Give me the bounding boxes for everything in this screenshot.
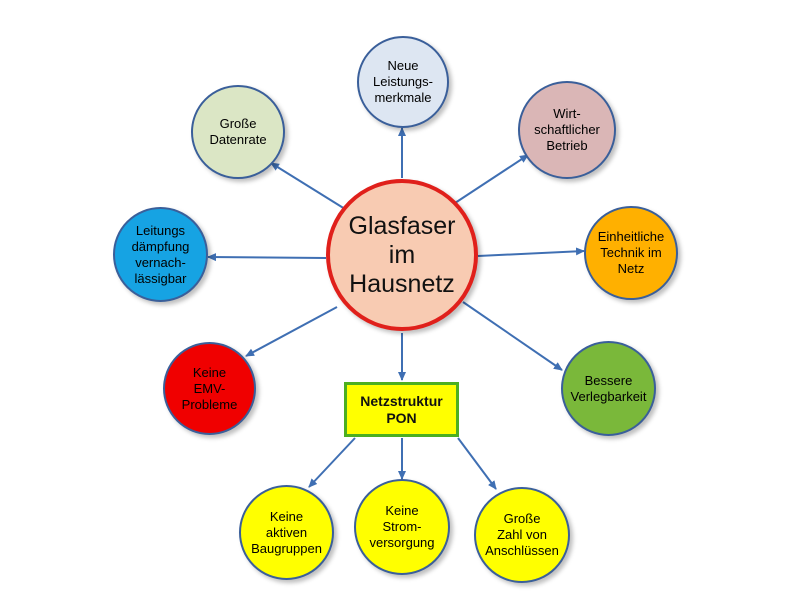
node-label: Neue Leistungs- merkmale xyxy=(373,58,433,105)
node-label: Wirt- schaftlicher Betrieb xyxy=(534,106,600,153)
center-node-label: Glasfaser im Hausnetz xyxy=(348,211,456,298)
node-label: Keine aktiven Baugruppen xyxy=(251,508,322,556)
node-label: Keine EMV- Probleme xyxy=(181,364,238,412)
arrow-to-keine-emv-probleme xyxy=(245,306,338,357)
node-grosse-datenrate: Große Datenrate xyxy=(191,85,285,179)
arrow-to-wirtschaftlicher-betrieb xyxy=(454,154,529,204)
node-wirtschaftlicher-betrieb: Wirt- schaftlicher Betrieb xyxy=(518,81,616,179)
node-keine-emv-probleme: Keine EMV- Probleme xyxy=(163,342,256,435)
node-keine-aktiven-baugruppen: Keine aktiven Baugruppen xyxy=(239,485,334,580)
arrow-to-leitungsdaempfung xyxy=(207,253,327,262)
box-line-1: Netzstruktur xyxy=(360,392,443,409)
node-label: Einheitliche Technik im Netz xyxy=(597,229,665,276)
node-grosse-zahl-anschluesse: Große Zahl von Anschlüssen xyxy=(474,487,570,583)
node-label: Keine Strom- versorgung xyxy=(369,503,435,550)
arrow-to-keine-aktiven-baugruppen xyxy=(308,437,356,488)
node-label: Leitungs dämpfung vernach- lässigbar xyxy=(131,222,190,286)
node-label: Große Datenrate xyxy=(209,116,267,147)
arrow-to-einheitliche-technik xyxy=(477,247,585,257)
netzstruktur-pon-box: Netzstruktur PON xyxy=(344,382,459,437)
node-label: Große Zahl von Anschlüssen xyxy=(485,511,559,558)
center-node-glasfaser: Glasfaser im Hausnetz xyxy=(326,179,478,331)
box-line-2: PON xyxy=(386,409,417,426)
node-bessere-verlegbarkeit: Bessere Verlegbarkeit xyxy=(561,341,656,436)
node-label: Bessere Verlegbarkeit xyxy=(570,372,647,404)
node-leitungsdaempfung: Leitungs dämpfung vernach- lässigbar xyxy=(113,207,208,302)
node-neue-leistungsmerkmale: Neue Leistungs- merkmale xyxy=(357,36,449,128)
arrow-to-bessere-verlegbarkeit xyxy=(462,301,563,371)
arrow-to-grosse-datenrate xyxy=(270,162,346,210)
arrow-to-grosse-zahl-anschluesse xyxy=(457,437,497,490)
node-einheitliche-technik: Einheitliche Technik im Netz xyxy=(584,206,678,300)
node-keine-stromversorgung: Keine Strom- versorgung xyxy=(354,479,450,575)
